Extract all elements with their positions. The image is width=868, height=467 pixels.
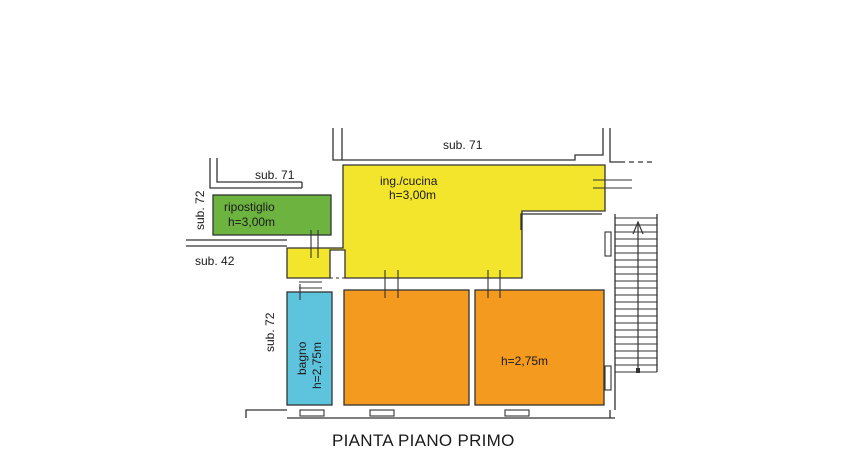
neighbor-left-middle-label: sub. 42: [195, 254, 235, 268]
neighbor-left-upper-label: sub. 72: [193, 190, 207, 230]
arrow-head-icon: [632, 220, 644, 235]
bedroom-height-label: h=2,75m: [501, 354, 548, 368]
door-marks: [299, 179, 632, 417]
room-bedroom-left: [343, 289, 470, 406]
storage-name-label: ripostiglio: [224, 200, 275, 214]
room-bath: [286, 291, 333, 406]
storage-height-label: h=3,00m: [228, 215, 275, 229]
bath-height-label: h=2,75m: [310, 342, 324, 389]
room-bedroom-right: [474, 289, 605, 406]
staircase: [614, 214, 658, 410]
stair-arrow-tail: [636, 368, 640, 373]
plan-title: PIANTA PIANO PRIMO: [332, 431, 515, 450]
room-kitchen: [286, 164, 606, 279]
room-storage: [212, 194, 332, 236]
neighbor-top-label: sub. 71: [443, 138, 483, 152]
exterior-walls: [186, 128, 655, 419]
kitchen-height-label: h=3,00m: [389, 188, 436, 202]
bath-name-label: bagno: [295, 341, 309, 375]
kitchen-partition: [520, 213, 602, 230]
neighbor-top-left-label: sub. 71: [255, 168, 295, 182]
kitchen-name-label: ing./cucina: [380, 174, 438, 188]
neighbor-left-lower-label: sub. 72: [263, 312, 277, 352]
